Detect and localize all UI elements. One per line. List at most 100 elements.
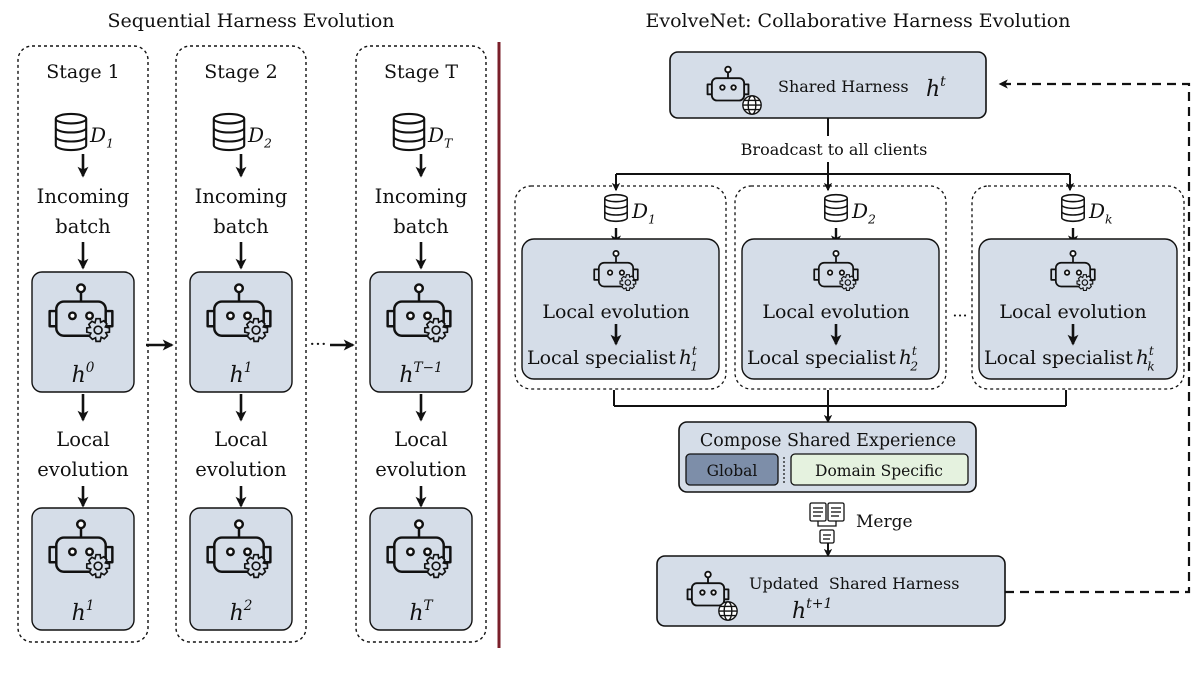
robot-icon bbox=[386, 519, 452, 579]
client-robot-icon bbox=[1050, 250, 1096, 291]
clients-to-compose bbox=[613, 390, 1067, 424]
harness-in-base: h bbox=[230, 363, 244, 388]
harness-out: h2 bbox=[230, 598, 253, 626]
client-harness-sup: t bbox=[912, 343, 917, 358]
robot-icon bbox=[386, 283, 452, 343]
database-icon bbox=[604, 193, 628, 223]
harness-out-sup: T bbox=[424, 598, 434, 614]
client-local-label: Local evolution bbox=[762, 301, 909, 323]
globe-icon bbox=[718, 601, 738, 621]
gear-icon bbox=[85, 553, 111, 579]
svg-text:ht: ht bbox=[926, 74, 946, 102]
updated-harness-label: Updated Shared Harness bbox=[749, 574, 959, 593]
updated-robot-icon bbox=[686, 570, 738, 621]
local-line1: Local bbox=[214, 428, 267, 451]
gear-icon bbox=[839, 274, 857, 291]
globe-icon bbox=[742, 95, 762, 115]
stage-label: Stage 2 bbox=[204, 61, 278, 83]
dataset-label-base: D bbox=[89, 123, 106, 147]
client-dataset-sub: 1 bbox=[648, 212, 656, 227]
client-specialist-label: Local specialist bbox=[984, 347, 1133, 369]
harness-in: h1 bbox=[230, 360, 253, 388]
incoming-line1: Incoming bbox=[37, 185, 130, 208]
clients-ellipsis: ··· bbox=[952, 306, 967, 325]
stage-label: Stage 1 bbox=[46, 61, 120, 83]
svg-text:Shared Harness: Shared Harness bbox=[778, 77, 909, 96]
merge-label: Merge bbox=[856, 512, 913, 532]
client-harness-sub: 1 bbox=[690, 359, 698, 374]
shared-h-sup: t bbox=[940, 74, 946, 90]
dataset-label: D2 bbox=[247, 123, 272, 151]
local-line2: evolution bbox=[37, 458, 129, 481]
robot-icon bbox=[206, 519, 272, 579]
dataset-label-sub: T bbox=[444, 136, 454, 151]
shared-harness-label: Shared Harness bbox=[778, 77, 909, 96]
harness-out-base: h bbox=[409, 601, 423, 626]
client-specialist-label: Local specialist bbox=[747, 347, 896, 369]
harness-in-sup: T−1 bbox=[413, 360, 442, 376]
merge-icon bbox=[809, 502, 845, 544]
compose-title: Compose Shared Experience bbox=[700, 431, 956, 451]
compose-box: Compose Shared Experience Global Domain … bbox=[678, 421, 977, 493]
gear-icon bbox=[423, 553, 449, 579]
client-dataset-base: D bbox=[851, 199, 868, 223]
stages: Stage 1D1Incomingbatchh0Localevolutionh1… bbox=[17, 45, 487, 643]
updated-harness-box: Updated Shared Harness ht+1 bbox=[656, 555, 1006, 627]
client-harness-base: h bbox=[899, 345, 912, 369]
local-line2: evolution bbox=[195, 458, 287, 481]
updated-h-sup: t+1 bbox=[806, 596, 832, 612]
svg-text:ht+1: ht+1 bbox=[792, 596, 832, 624]
robot-icon bbox=[48, 519, 114, 579]
local-line1: Local bbox=[394, 428, 447, 451]
incoming-line2: batch bbox=[393, 215, 449, 238]
feedback-loop bbox=[998, 79, 1191, 594]
stage-column: Stage TDTIncomingbatchhT−1Localevolution… bbox=[355, 45, 487, 643]
incoming-line1: Incoming bbox=[375, 185, 468, 208]
database-icon bbox=[212, 112, 246, 152]
dataset-label: DT bbox=[427, 123, 454, 151]
shared-robot-icon bbox=[706, 65, 762, 115]
client-dataset-base: D bbox=[631, 199, 648, 223]
harness-in-sup: 0 bbox=[86, 360, 95, 376]
global-label: Global bbox=[707, 462, 758, 480]
client-robot-icon bbox=[813, 250, 859, 291]
harness-out: hT bbox=[409, 598, 433, 626]
client-local-label: Local evolution bbox=[999, 301, 1146, 323]
client-robot-icon bbox=[593, 250, 639, 291]
client-harness-sub: 2 bbox=[909, 359, 918, 374]
database-icon bbox=[824, 193, 848, 223]
client-harness-base: h bbox=[679, 345, 692, 369]
harness-out-sup: 2 bbox=[243, 598, 253, 614]
right-panel-title: EvolveNet: Collaborative Harness Evoluti… bbox=[646, 10, 1071, 32]
dataset-label-base: D bbox=[247, 123, 264, 147]
client-local-label: Local evolution bbox=[542, 301, 689, 323]
incoming-line2: batch bbox=[55, 215, 111, 238]
left-panel-title: Sequential Harness Evolution bbox=[107, 10, 394, 32]
harness-in: hT−1 bbox=[399, 360, 442, 388]
dataset-label: D1 bbox=[89, 123, 114, 151]
harness-in-base: h bbox=[72, 363, 86, 388]
shared-h-base: h bbox=[926, 77, 940, 102]
client-dataset-sub: k bbox=[1105, 212, 1113, 227]
harness-out-sup: 1 bbox=[86, 598, 95, 614]
harness-out-base: h bbox=[230, 601, 244, 626]
stage-arrows: ··· bbox=[146, 334, 355, 355]
harness-out: h1 bbox=[72, 598, 95, 626]
gear-icon bbox=[619, 274, 637, 291]
gear-icon bbox=[85, 317, 111, 343]
incoming-line1: Incoming bbox=[195, 185, 288, 208]
domain-specific-label: Domain Specific bbox=[815, 462, 943, 480]
local-line2: evolution bbox=[375, 458, 467, 481]
harness-in: h0 bbox=[72, 360, 95, 388]
client-dataset-sub: 2 bbox=[867, 212, 876, 227]
